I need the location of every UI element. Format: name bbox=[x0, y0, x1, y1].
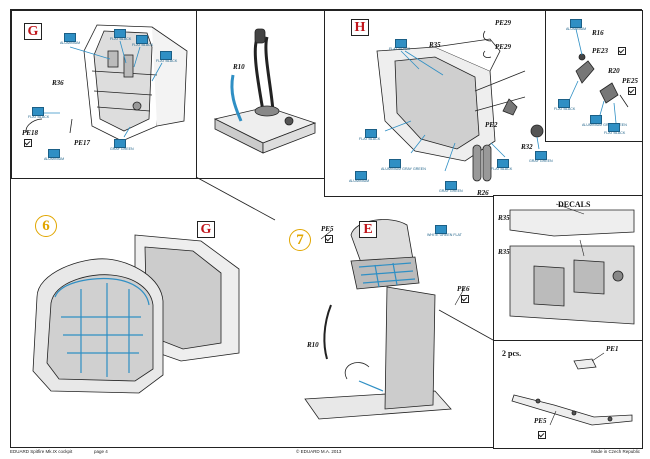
part-label: PE5 bbox=[321, 225, 334, 233]
color-label: GRAY GREEN bbox=[439, 189, 463, 193]
color-label: ALUMINIUM GRAY GREEN bbox=[381, 167, 426, 171]
part-label: R35 bbox=[429, 41, 441, 49]
color-swatch bbox=[64, 33, 76, 42]
g-top-illustration bbox=[25, 24, 188, 142]
section-tag-g: G bbox=[197, 221, 215, 238]
color-swatch bbox=[114, 139, 126, 148]
color-label: FLAT BLACK bbox=[132, 43, 154, 47]
done-checkbox[interactable] bbox=[24, 139, 32, 147]
part-label: R20 bbox=[608, 67, 620, 75]
section-tag-e: E bbox=[359, 221, 377, 238]
part-label: R32 bbox=[521, 143, 533, 151]
color-swatch bbox=[497, 159, 509, 168]
part-label: PE1 bbox=[606, 345, 619, 353]
part-label: PE29 bbox=[495, 19, 511, 27]
color-label: WHITE GREEN FLAT bbox=[427, 233, 462, 237]
done-checkbox[interactable] bbox=[325, 235, 333, 243]
color-swatch bbox=[558, 99, 570, 108]
done-checkbox[interactable] bbox=[628, 87, 636, 95]
part-label: PE25 bbox=[622, 77, 638, 85]
part-label: PE18 bbox=[22, 129, 38, 137]
panel-step7: 7 E PE5 R10 PE6 WHITE GREEN FLAT bbox=[275, 195, 493, 447]
part-label: PE17 bbox=[74, 139, 90, 147]
color-label: ALUMINIUM GRAY GREEN bbox=[582, 123, 627, 127]
done-checkbox[interactable] bbox=[618, 47, 626, 55]
step-number-7: 7 bbox=[289, 229, 311, 251]
color-swatch bbox=[445, 181, 457, 190]
h-illustration bbox=[376, 30, 544, 182]
part-label: R35 bbox=[498, 248, 510, 256]
part-label: PE6 bbox=[457, 285, 470, 293]
step6-illustration bbox=[32, 234, 240, 394]
color-swatch bbox=[136, 35, 148, 44]
color-swatch bbox=[355, 171, 367, 180]
done-checkbox[interactable] bbox=[538, 431, 546, 439]
section-tag-g: G bbox=[24, 23, 42, 40]
2pcs-illustration bbox=[511, 352, 633, 426]
footer-origin: Made in Czech Republic bbox=[591, 449, 640, 454]
step-number-6: 6 bbox=[35, 215, 57, 237]
color-swatch bbox=[570, 19, 582, 28]
color-label: GRAY GREEN bbox=[110, 147, 134, 151]
part-label: R26 bbox=[477, 189, 489, 197]
color-label: ALUMINIUM bbox=[566, 27, 587, 31]
footer-copyright: © EDUARD M.A. 2013 bbox=[296, 449, 342, 454]
color-label: ALUMINIUM bbox=[349, 179, 370, 183]
color-label: FLAT BLACK bbox=[491, 167, 513, 171]
color-label: FLAT BLACK bbox=[389, 47, 411, 51]
color-swatch bbox=[535, 151, 547, 160]
part-label: R35 bbox=[498, 214, 510, 222]
footer-page: page 4 bbox=[94, 449, 108, 454]
part-label: PE29 bbox=[495, 43, 511, 51]
center-top-illustration bbox=[213, 28, 317, 154]
color-label: FLAT BLACK bbox=[554, 107, 576, 111]
color-label: FLAT BLACK bbox=[110, 37, 132, 41]
panel-step6: 6 G bbox=[11, 177, 275, 447]
2pcs-heading: 2 pcs. bbox=[502, 349, 522, 358]
color-swatch bbox=[114, 29, 126, 38]
decals-illustration bbox=[509, 203, 635, 325]
panel-decals: DECALS R35 R35 bbox=[493, 195, 643, 342]
part-label: R10 bbox=[233, 63, 245, 71]
color-swatch bbox=[160, 51, 172, 60]
instruction-sheet: G ALUMINIUM FLAT BLACK FLAT BLACK FLAT B… bbox=[10, 9, 643, 449]
color-swatch bbox=[608, 123, 620, 132]
color-swatch bbox=[395, 39, 407, 48]
color-swatch bbox=[435, 225, 447, 234]
color-label: FLAT BLACK bbox=[156, 59, 178, 63]
footer: EDUARD Spitfire Mk.IX cockpit page 4 © E… bbox=[10, 447, 640, 457]
panel-inset: ALUMINIUM FLAT BLACK ALUMINIUM GRAY GREE… bbox=[545, 10, 643, 142]
footer-title: EDUARD Spitfire Mk.IX cockpit bbox=[10, 449, 73, 454]
part-label: PE23 bbox=[592, 47, 608, 55]
decals-heading: DECALS bbox=[558, 200, 591, 209]
part-label: R16 bbox=[592, 29, 604, 37]
panel-g-top: G ALUMINIUM FLAT BLACK FLAT BLACK FLAT B… bbox=[11, 10, 198, 179]
color-swatch bbox=[48, 149, 60, 158]
color-label: GRAY GREEN bbox=[529, 159, 553, 163]
color-label: ALUMINIUM bbox=[44, 157, 65, 161]
color-label: ALUMINIUM bbox=[60, 41, 81, 45]
part-label: R10 bbox=[307, 341, 319, 349]
color-swatch bbox=[389, 159, 401, 168]
part-label: R36 bbox=[52, 79, 64, 87]
color-label: FLAT BLACK bbox=[604, 131, 626, 135]
panel-2pcs: 2 pcs. PE1 PE5 bbox=[493, 340, 643, 449]
color-swatch bbox=[590, 115, 602, 124]
color-swatch bbox=[365, 129, 377, 138]
part-label: PE5 bbox=[534, 417, 547, 425]
done-checkbox[interactable] bbox=[461, 295, 469, 303]
panel-center-top: R10 bbox=[196, 10, 326, 179]
section-tag-h: H bbox=[351, 19, 369, 36]
color-swatch bbox=[32, 107, 44, 116]
color-label: FLAT BLACK bbox=[359, 137, 381, 141]
part-label: PE2 bbox=[485, 121, 498, 129]
color-label: FLAT BLACK bbox=[28, 115, 50, 119]
inset-illustration bbox=[567, 28, 629, 124]
